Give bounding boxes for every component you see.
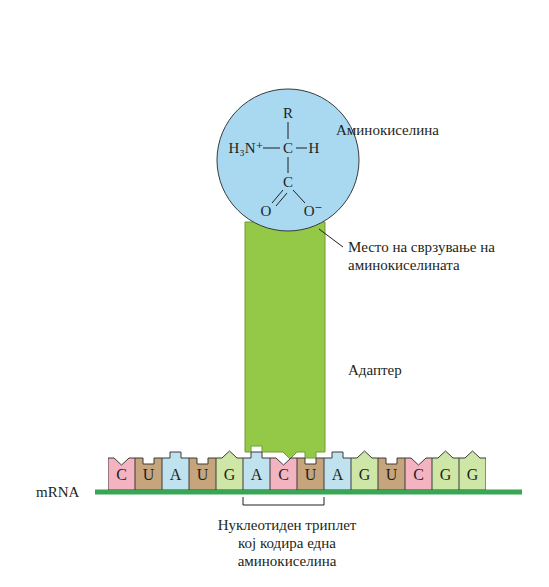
- nucleotide-box: G: [459, 450, 486, 490]
- formula-text: C: [283, 139, 293, 157]
- nucleotide-box: U: [135, 450, 162, 490]
- nucleotide-box: C: [108, 450, 135, 490]
- formula-text: H₃N⁺: [229, 139, 264, 157]
- strand-label: mRNA: [36, 483, 79, 501]
- nucleotide-letter: G: [359, 466, 371, 484]
- formula-text: H: [309, 139, 320, 157]
- part-label: Адаптер: [348, 361, 402, 379]
- nucleotide-fill: [135, 458, 162, 490]
- chemical-bond: [276, 193, 287, 206]
- nucleotide-letter: A: [332, 466, 344, 484]
- nucleotide-fill: [162, 452, 189, 490]
- circle-fill: [217, 89, 359, 231]
- nucleotide-letter: G: [440, 466, 452, 484]
- chemical-bond: [272, 190, 283, 203]
- nucleotide-box: U: [297, 450, 324, 490]
- leader-line: [319, 229, 343, 247]
- nucleotide-letter: A: [170, 466, 182, 484]
- nucleotide-box: U: [378, 450, 405, 490]
- nucleotide-box: A: [243, 450, 270, 490]
- nucleotide-letter: U: [386, 466, 398, 484]
- nucleotide-fill: [432, 451, 459, 490]
- formula-text: O: [261, 202, 272, 220]
- nucleotide-letter: C: [278, 466, 289, 484]
- nucleotide-letter: U: [197, 466, 209, 484]
- nucleotide-fill: [378, 458, 405, 490]
- adapter-shape: [245, 222, 325, 459]
- nucleotide-letter: U: [305, 466, 317, 484]
- nucleotide-box: G: [351, 450, 378, 490]
- nucleotide-box: C: [270, 450, 297, 490]
- nucleotide-letter: G: [467, 466, 479, 484]
- chemical-bond: [296, 148, 307, 149]
- nucleotide-letter: G: [224, 466, 236, 484]
- nucleotide-box: U: [189, 450, 216, 490]
- nucleotide-fill: [216, 451, 243, 490]
- chemical-bond: [288, 122, 289, 139]
- nucleotide-fill: [270, 458, 297, 490]
- nucleotide-fill: [324, 452, 351, 490]
- nucleotide-fill: [108, 458, 135, 490]
- triplet-label: Нуклеотиден триплет кој кодира една амин…: [207, 516, 367, 570]
- nucleotide-fill: [351, 451, 378, 490]
- mrna-strand: [95, 490, 522, 495]
- formula-text: R: [283, 104, 293, 122]
- nucleotide-fill: [459, 451, 486, 490]
- nucleotide-fill: [243, 452, 270, 490]
- nucleotide-letter: C: [116, 466, 127, 484]
- nucleotide-box: C: [405, 450, 432, 490]
- chemical-bond: [288, 157, 289, 173]
- nucleotide-fill: [297, 458, 324, 490]
- part-label: Аминокиселина: [336, 121, 439, 139]
- formula-text: C: [283, 173, 293, 191]
- chemical-bond: [263, 148, 280, 149]
- nucleotide-box: G: [216, 450, 243, 490]
- nucleotide-fill: [405, 458, 432, 490]
- nucleotide-box: G: [432, 450, 459, 490]
- amino-acid-circle: RH₃N⁺CHCOO⁻: [216, 88, 360, 232]
- nucleotide-box: A: [324, 450, 351, 490]
- nucleotide-box: A: [162, 450, 189, 490]
- nucleotide-letter: U: [143, 466, 155, 484]
- formula-text: O⁻: [304, 202, 323, 220]
- chemical-bond: [293, 190, 305, 203]
- nucleotide-fill: [189, 458, 216, 490]
- nucleotide-letter: C: [413, 466, 424, 484]
- nucleotide-letter: A: [251, 466, 263, 484]
- triplet-bracket: [243, 497, 324, 505]
- part-label: Место на сврзување на аминокиселината: [348, 238, 538, 274]
